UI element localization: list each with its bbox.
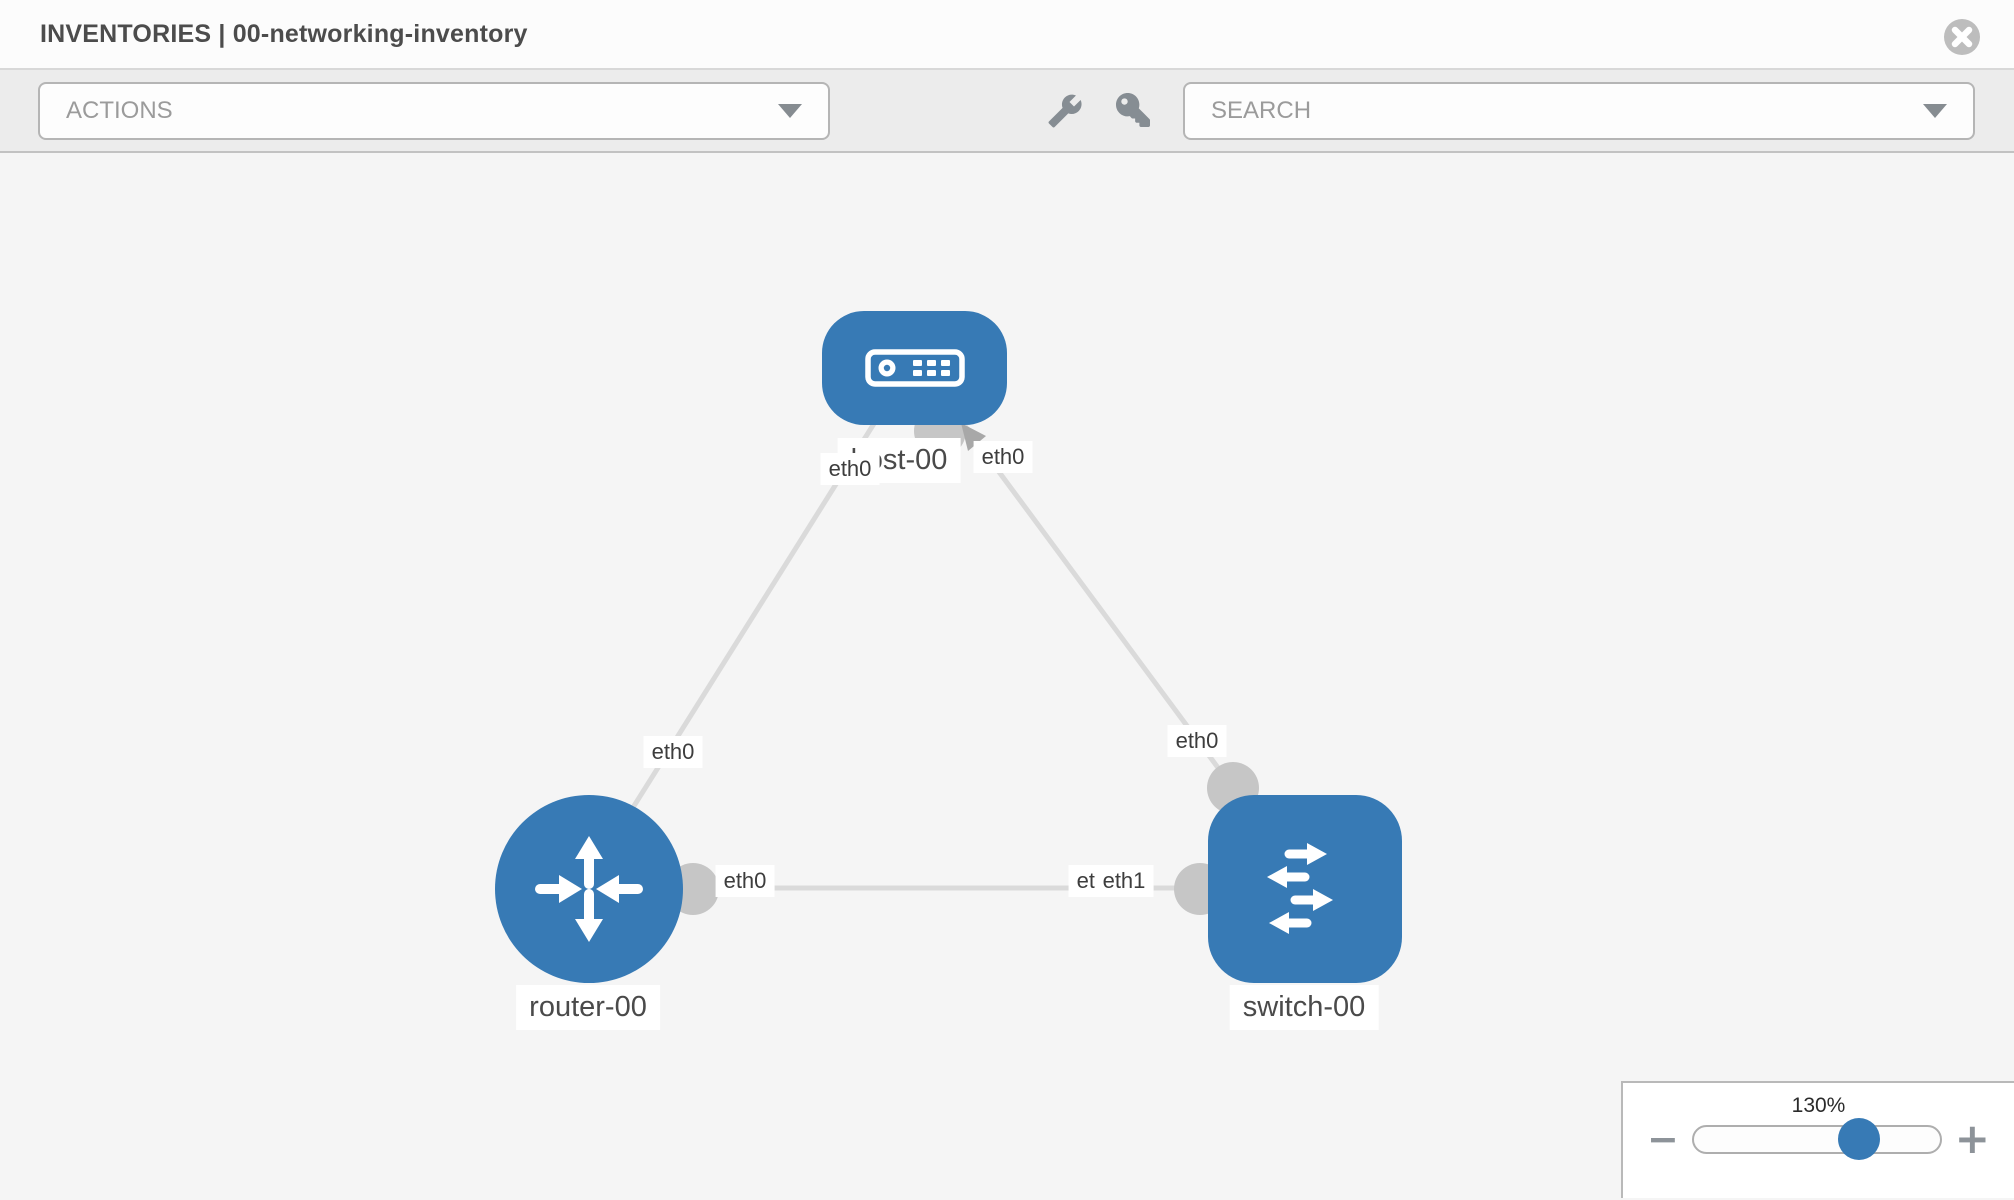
zoom-slider-thumb[interactable] — [1837, 1118, 1880, 1160]
interface-label-switch-top: eth0 — [1167, 725, 1227, 757]
host-icon — [864, 349, 965, 387]
chevron-down-icon — [1923, 104, 1947, 118]
search-dropdown[interactable]: SEARCH — [1183, 82, 1975, 140]
actions-dropdown[interactable]: ACTIONS — [38, 82, 830, 140]
node-host-00[interactable] — [822, 311, 1007, 425]
actions-dropdown-label: ACTIONS — [66, 97, 173, 124]
interface-label-router-right: eth0 — [715, 865, 775, 897]
toolbar-tools — [1047, 93, 1150, 129]
zoom-level: 130% — [1791, 1094, 1846, 1117]
router-icon — [535, 836, 643, 942]
link-arrowhead — [961, 423, 986, 451]
link-host-router — [609, 420, 878, 843]
search-dropdown-label: SEARCH — [1211, 97, 1312, 124]
interface-label-host-right: eth0 — [973, 441, 1033, 473]
switch-icon — [1267, 843, 1333, 934]
key-icon[interactable] — [1116, 93, 1150, 129]
interface-label-host-left: eth0 — [820, 453, 880, 485]
interface-label-router-top: eth0 — [643, 736, 703, 768]
close-button[interactable] — [1944, 19, 1980, 55]
node-router-00[interactable] — [495, 795, 683, 983]
header: INVENTORIES | 00-networking-inventory — [0, 0, 2014, 70]
zoom-slider[interactable] — [1691, 1118, 1942, 1160]
zoom-slider-row: − + — [1623, 1114, 2014, 1163]
interface-label-switch-left: eth1 — [1094, 865, 1154, 897]
page-title: INVENTORIES | 00-networking-inventory — [40, 19, 528, 48]
chevron-down-icon — [778, 104, 802, 118]
topology-canvas[interactable]: host-00 router-00 switch-00 eth0 eth0 et… — [0, 153, 2014, 1198]
zoom-control-panel: 130% − + — [1621, 1081, 2014, 1198]
topology-links-layer — [609, 405, 1259, 915]
zoom-in-button[interactable]: + — [1954, 1114, 1990, 1163]
node-switch-00[interactable] — [1208, 795, 1402, 983]
zoom-out-button[interactable]: − — [1647, 1117, 1679, 1161]
close-icon — [1951, 26, 1973, 48]
toolbar: ACTIONS SEARCH — [0, 70, 2014, 153]
wrench-icon[interactable] — [1047, 93, 1083, 129]
node-label-switch: switch-00 — [1229, 985, 1379, 1030]
node-label-router: router-00 — [516, 985, 660, 1030]
